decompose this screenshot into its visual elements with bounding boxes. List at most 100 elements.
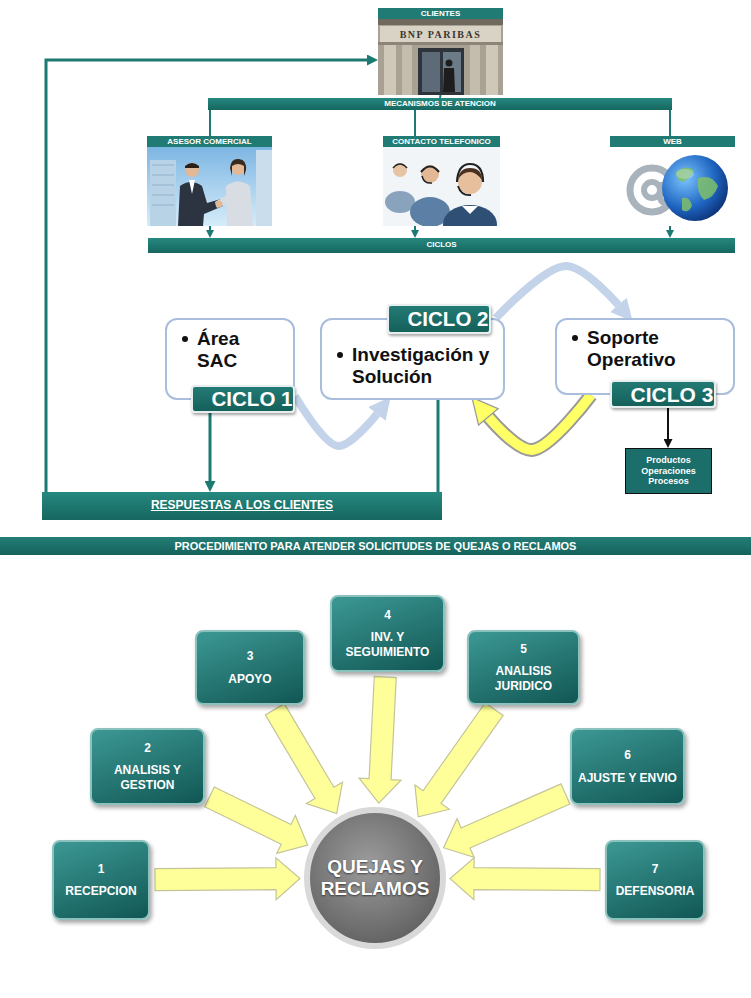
step-box: 7DEFENSORIA (605, 840, 705, 920)
response-band: RESPUESTAS A LOS CLIENTES (42, 492, 442, 520)
band-text: MECANISMOS DE ATENCION (384, 100, 496, 109)
connector-line (669, 110, 671, 136)
block-arrow (205, 787, 308, 853)
connector-line (209, 413, 212, 481)
label-text: BNP PARIBAS (380, 28, 501, 42)
cycle-text: Investigación y Solución (334, 344, 493, 388)
connector-line (209, 226, 211, 230)
channel-card: WEB (610, 136, 735, 226)
step-box: 3APOYO (195, 630, 305, 705)
cycle-box: Área SACCICLO 1 (165, 318, 295, 400)
step-number: 3 (243, 649, 258, 663)
connector (295, 396, 377, 446)
block-arrow (155, 858, 300, 900)
connector (438, 400, 439, 492)
bullet-dot (572, 335, 578, 341)
step-box: 6AJUSTE Y ENVIO (570, 728, 685, 805)
connector-line (46, 60, 367, 492)
band-text: CICLOS (426, 241, 456, 250)
connector (415, 226, 416, 230)
channel-card: ASESOR COMERCIAL (147, 136, 272, 226)
cycle-badge: CICLO 2 (387, 304, 491, 334)
card-header: CLIENTES (378, 8, 503, 19)
connector (46, 60, 367, 492)
center-circle: QUEJAS Y RECLAMOS (303, 806, 447, 950)
card-header: WEB (610, 136, 735, 147)
block-arrow-shape (415, 703, 503, 817)
connector-line (667, 408, 669, 439)
block-arrow (415, 703, 503, 817)
step-text: DEFENSORIA (612, 884, 699, 898)
bullet-dot (182, 336, 188, 342)
step-text: INV. Y SEGUIMIENTO (332, 630, 443, 659)
step-number: 6 (620, 748, 635, 762)
connector-line (414, 226, 416, 230)
block-arrow-shape (359, 676, 401, 803)
step-number: 7 (648, 862, 663, 876)
connector (668, 408, 669, 439)
card-header: CONTACTO TELEFONICO (383, 136, 500, 147)
bullet-dot (337, 352, 343, 358)
cycle-label: CICLO 3 (613, 384, 714, 405)
cycle-box: Investigación y SoluciónCICLO 2 (320, 318, 505, 400)
connector (210, 110, 211, 136)
cycle-text: Soporte Operativo (569, 327, 723, 371)
client-card: CLIENTES (378, 8, 503, 95)
cycles-band: CICLOS (148, 238, 735, 253)
step-number: 4 (380, 608, 395, 622)
block-arrow (265, 704, 342, 814)
cycle-text: Área SAC (179, 328, 283, 372)
center-text: QUEJAS Y RECLAMOS (319, 856, 431, 900)
step-box: 5ANALISIS JURIDICO (467, 630, 580, 705)
step-number: 1 (94, 862, 109, 876)
cycle-label: CICLO 2 (390, 309, 489, 330)
connector (670, 110, 671, 136)
step-box: 4INV. Y SEGUIMIENTO (330, 595, 445, 672)
support-box: Productos Operaciones Procesos (625, 448, 712, 494)
block-arrow (450, 858, 600, 900)
connector (415, 110, 416, 136)
web-globe-photo (610, 147, 735, 226)
channel-card: CONTACTO TELEFONICO (383, 136, 500, 226)
connector-line (488, 395, 591, 450)
connector (210, 413, 211, 481)
call-center-photo (383, 147, 500, 226)
step-number: 2 (140, 741, 155, 755)
section-band: PROCEDIMIENTO PARA ATENDER SOLICITUDES D… (0, 537, 751, 555)
block-arrow-shape (444, 784, 570, 857)
step-text: AJUSTE Y ENVIO (574, 771, 681, 785)
connector (496, 266, 618, 318)
block-arrow-shape (265, 704, 342, 814)
cycle-badge: CICLO 3 (610, 380, 716, 408)
channel-band: MECANISMOS DE ATENCION (208, 98, 672, 110)
connector-outline (488, 395, 591, 450)
connector-line (437, 400, 440, 492)
building-sign: BNP PARIBAS (380, 28, 501, 42)
connector (670, 226, 671, 230)
block-arrow-shape (155, 858, 300, 900)
connector-line (414, 110, 416, 136)
block-arrow (444, 784, 570, 857)
section-title: PROCEDIMIENTO PARA ATENDER SOLICITUDES D… (175, 540, 577, 552)
bank-building-photo (378, 19, 503, 95)
cycle-badge: CICLO 1 (191, 385, 295, 413)
connector (210, 226, 211, 230)
circle-shape (307, 810, 443, 946)
block-arrow (359, 676, 401, 803)
connector-line (496, 266, 618, 318)
handshake-photo (147, 147, 272, 226)
connector (488, 395, 591, 450)
band-text: RESPUESTAS A LOS CLIENTES (151, 499, 333, 512)
cycle-label: CICLO 1 (194, 389, 293, 410)
step-box: 1RECEPCION (52, 840, 150, 920)
connector-line (295, 396, 377, 446)
cycle-box: Soporte OperativoCICLO 3 (555, 318, 735, 395)
block-arrow-shape (450, 858, 600, 900)
connector-line (669, 226, 671, 230)
step-text: APOYO (224, 672, 275, 686)
step-text: RECEPCION (61, 884, 140, 898)
step-number: 5 (516, 642, 531, 656)
support-text: Productos Operaciones Procesos (626, 455, 711, 486)
connector-line (209, 110, 211, 136)
card-header: ASESOR COMERCIAL (147, 136, 272, 147)
